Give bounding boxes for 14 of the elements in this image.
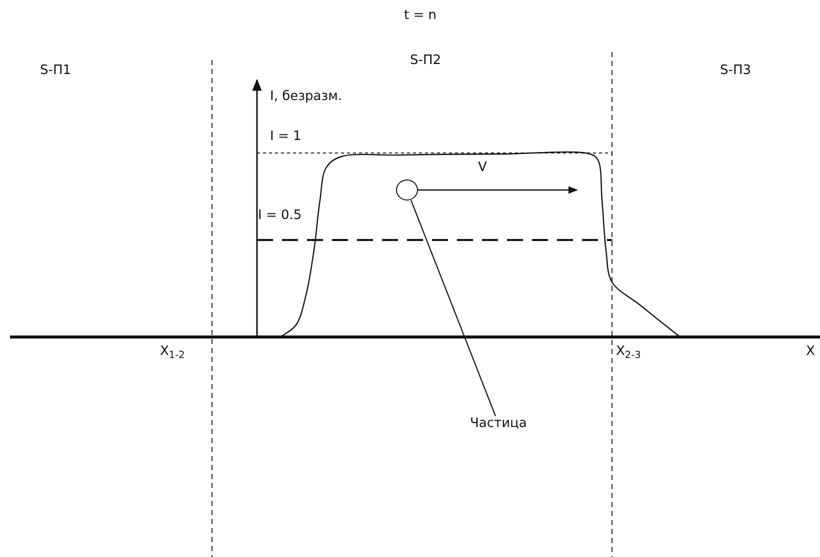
velocity-label: V bbox=[478, 160, 487, 176]
region-label: S-П3 bbox=[720, 63, 751, 79]
time-label: t = n bbox=[404, 8, 436, 24]
leader-line bbox=[410, 200, 496, 416]
coordinate-label: X$_{1-2}$ bbox=[160, 344, 185, 362]
coordinate-label: X$_{2-3}$ bbox=[616, 344, 641, 362]
particle-circle bbox=[396, 179, 418, 201]
axis-label: I, безразм. bbox=[270, 89, 342, 105]
region-label: S-П1 bbox=[40, 63, 71, 79]
level-label: I = 1 bbox=[270, 129, 302, 145]
region-label: S-П2 bbox=[410, 53, 441, 69]
particle-label: Частица bbox=[470, 416, 527, 431]
coordinate-label: X bbox=[806, 344, 815, 360]
level-label: I = 0.5 bbox=[258, 208, 302, 224]
